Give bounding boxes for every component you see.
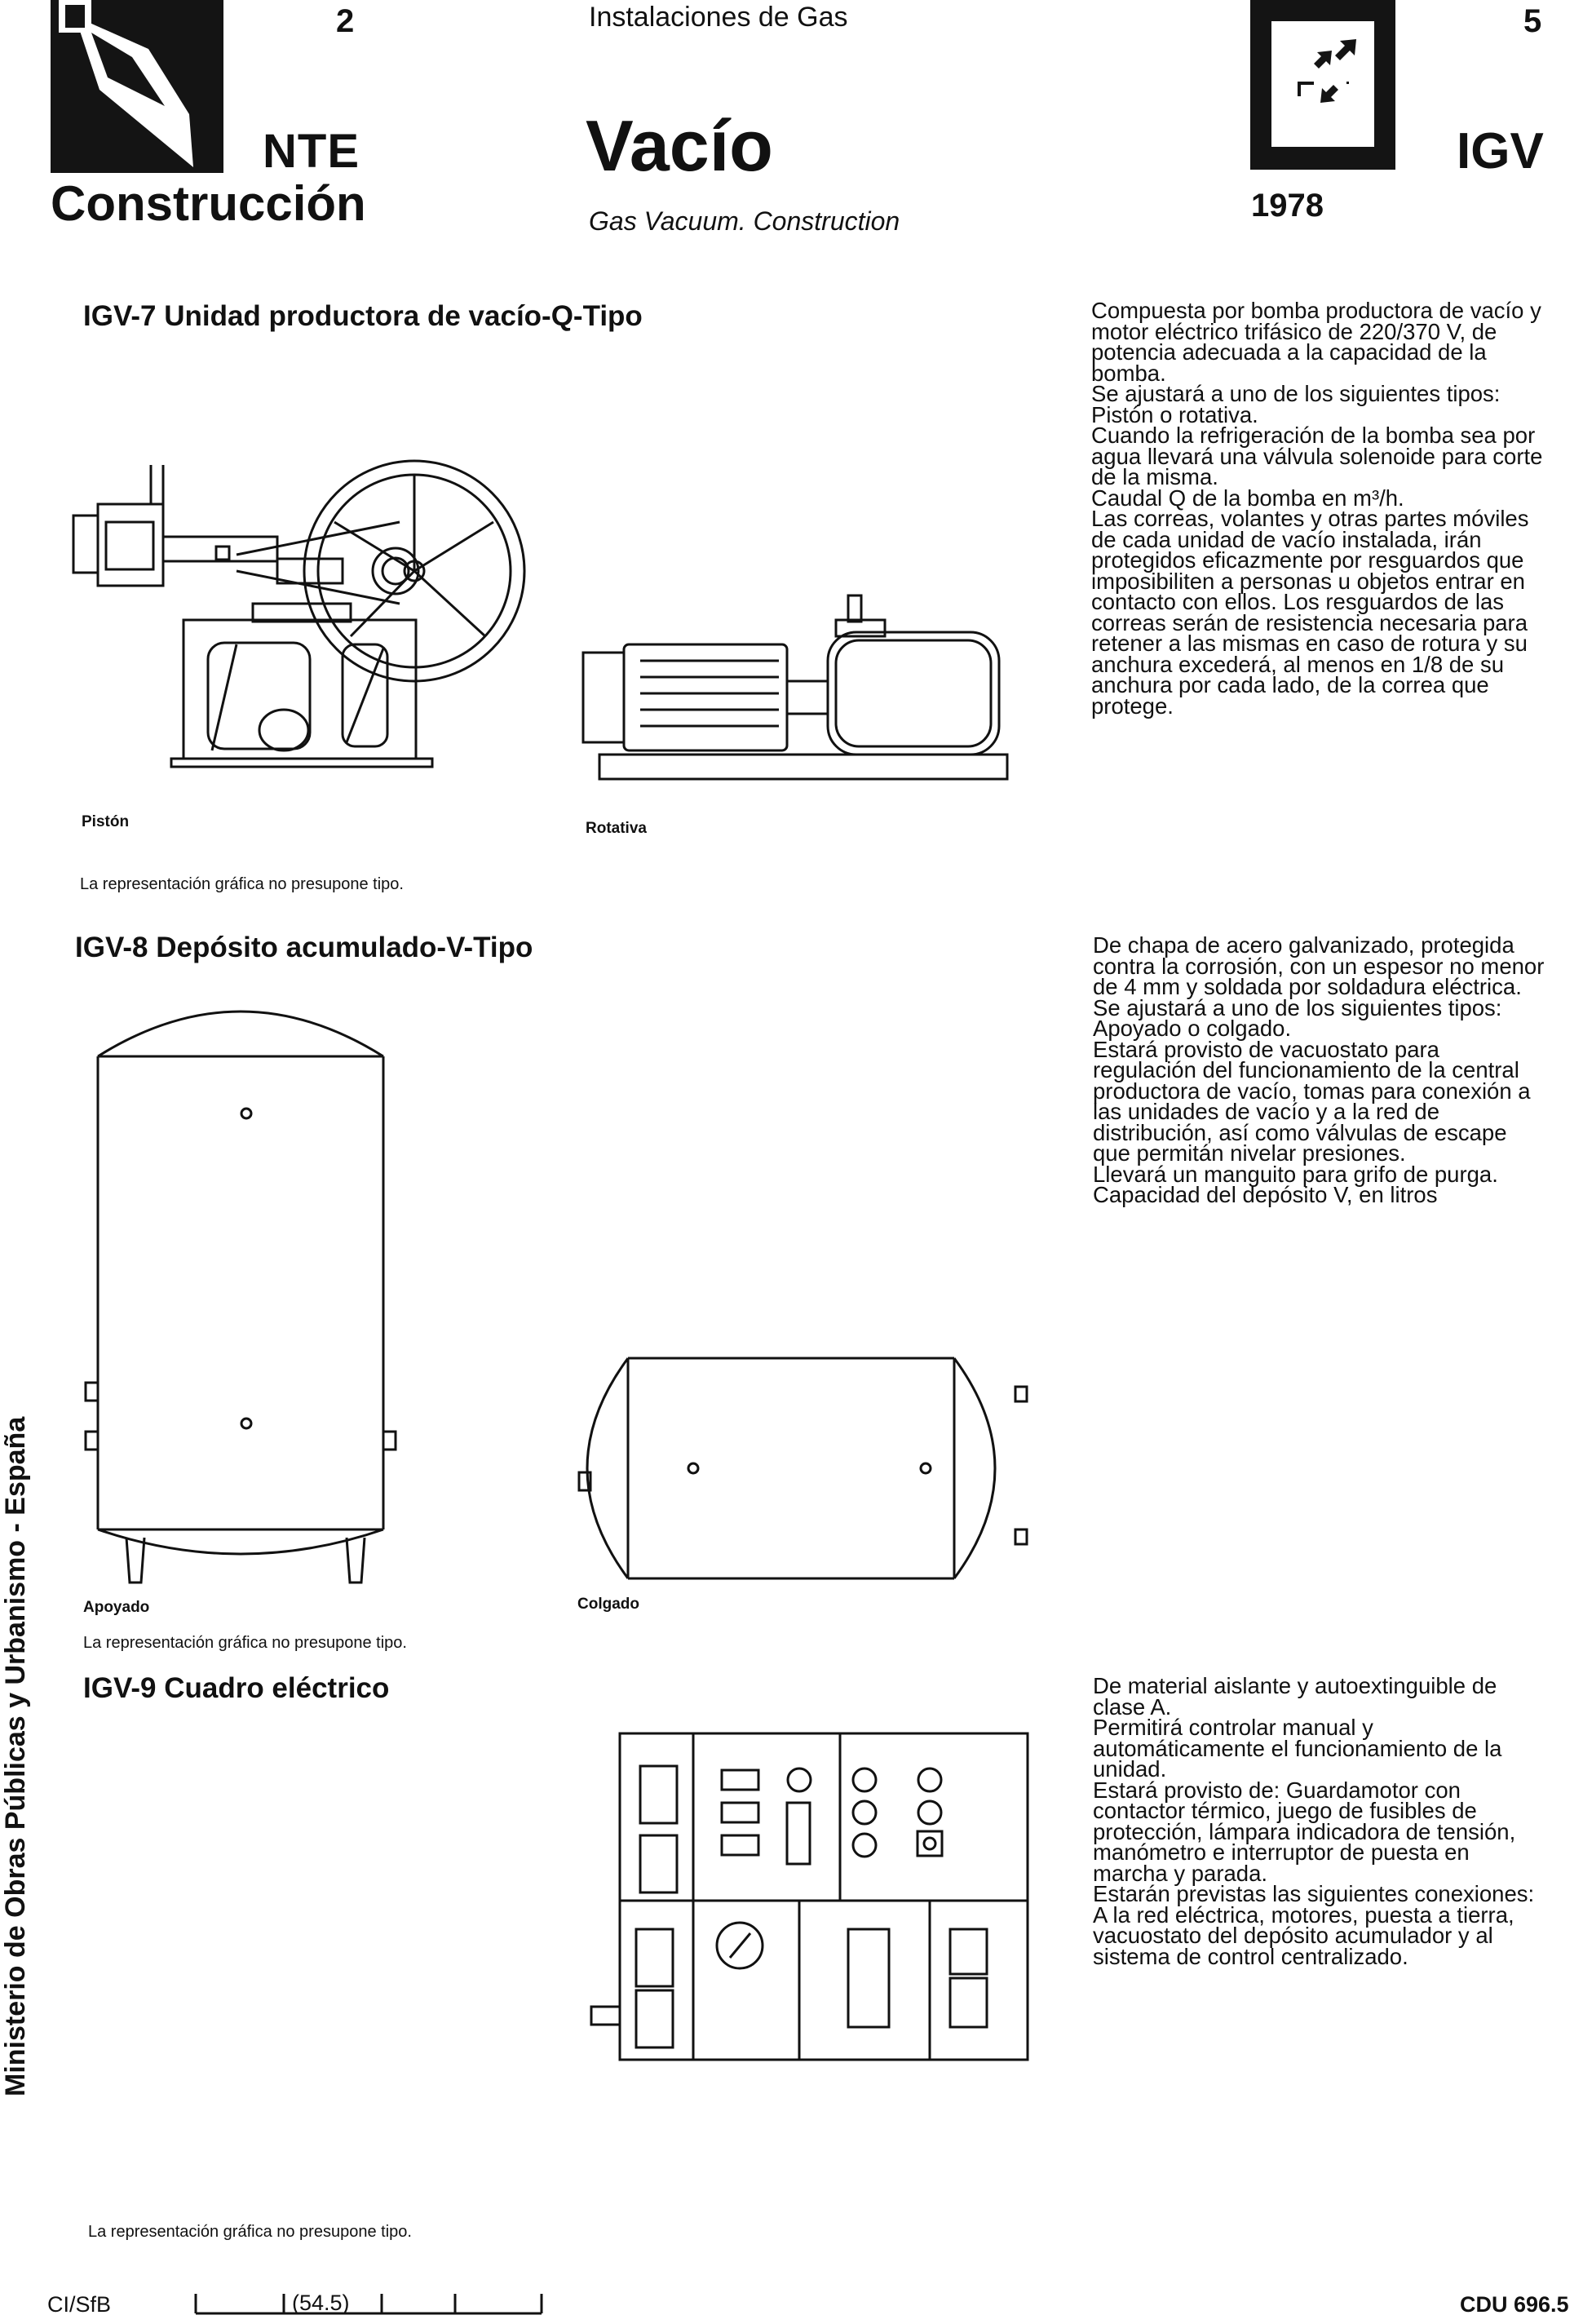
page-title: Vacío bbox=[586, 105, 773, 186]
paragraph: De material aislante y autoextinguible d… bbox=[1093, 1673, 1497, 1720]
paragraph: Capacidad del depósito V, en litros bbox=[1093, 1182, 1438, 1207]
category-title: Instalaciones de Gas bbox=[589, 2, 848, 33]
classification-box bbox=[194, 2294, 543, 2315]
piston-pump-drawing bbox=[72, 459, 526, 768]
rotary-pump-drawing bbox=[581, 594, 1009, 781]
description-igv9: De material aislante y autoextinguible d… bbox=[1093, 1673, 1548, 1969]
horizontal-tank-drawing bbox=[577, 1357, 1028, 1580]
nte-logo bbox=[51, 0, 223, 173]
cisfb-label: CI/SfB bbox=[47, 2292, 112, 2317]
paragraph: Las correas, volantes y otras partes móv… bbox=[1091, 506, 1529, 719]
paragraph: Caudal Q de la bomba en m³/h. bbox=[1091, 485, 1404, 511]
nte-label: NTE bbox=[263, 125, 360, 178]
paragraph: Apoyado o colgado. bbox=[1093, 1016, 1292, 1041]
paragraph: Llevará un manguito para grifo de purga. bbox=[1093, 1161, 1498, 1187]
cdu-label: CDU 696.5 bbox=[1460, 2292, 1569, 2317]
classification-code: (54.5) bbox=[292, 2291, 350, 2315]
figure-label-colgado: Colgado bbox=[577, 1596, 639, 1613]
paragraph: Estarán previstas las siguientes conexio… bbox=[1093, 1881, 1535, 1906]
year: 1978 bbox=[1251, 188, 1324, 224]
paragraph: Estará provisto de: Guardamotor con cont… bbox=[1093, 1777, 1516, 1886]
ministry-sidebar: Ministerio de Obras Públicas y Urbanismo… bbox=[0, 1416, 31, 2096]
document-code: IGV bbox=[1457, 123, 1544, 179]
figure-label-piston: Pistón bbox=[82, 813, 130, 830]
construccion-label: Construcción bbox=[51, 176, 366, 231]
description-igv7: Compuesta por bomba productora de vacío … bbox=[1091, 298, 1546, 719]
paragraph: Se ajustará a uno de los siguientes tipo… bbox=[1091, 381, 1501, 406]
section-title-igv9: IGV-9 Cuadro eléctrico bbox=[83, 1672, 390, 1704]
trowel-icon bbox=[59, 0, 193, 167]
paragraph: Pistón o rotativa. bbox=[1091, 401, 1258, 427]
page-number-left: 2 bbox=[336, 3, 355, 39]
figure-caption-igv7: La representación gráfica no presupone t… bbox=[80, 875, 404, 893]
paragraph: Se ajustará a uno de los siguientes tipo… bbox=[1093, 994, 1502, 1020]
section-title-igv7: IGV-7 Unidad productora de vacío-Q-Tipo bbox=[83, 300, 643, 332]
paragraph: Compuesta por bomba productora de vacío … bbox=[1091, 298, 1541, 386]
section-title-igv8: IGV-8 Depósito acumulado-V-Tipo bbox=[75, 932, 533, 963]
description-igv8: De chapa de acero galvanizado, protegida… bbox=[1093, 932, 1548, 1207]
figure-label-apoyado: Apoyado bbox=[83, 1599, 150, 1616]
paragraph: A la red eléctrica, motores, puesta a ti… bbox=[1093, 1901, 1514, 1969]
electrical-panel-drawing bbox=[590, 1732, 1029, 2061]
vertical-tank-drawing bbox=[84, 1010, 397, 1584]
paragraph: Permitirá controlar manual y automáticam… bbox=[1093, 1715, 1502, 1782]
page-subtitle: Gas Vacuum. Construction bbox=[589, 206, 900, 236]
figure-caption-igv9: La representación gráfica no presupone t… bbox=[88, 2223, 412, 2241]
paragraph: De chapa de acero galvanizado, protegida… bbox=[1093, 932, 1545, 999]
paragraph: Estará provisto de vacuostato para regul… bbox=[1093, 1036, 1531, 1166]
page-number-right: 5 bbox=[1523, 3, 1542, 39]
igv-logo bbox=[1250, 0, 1395, 170]
vacuum-arrows-icon bbox=[1271, 21, 1374, 147]
paragraph: Cuando la refrigeración de la bomba sea … bbox=[1091, 423, 1543, 489]
figure-label-rotativa: Rotativa bbox=[586, 820, 647, 837]
figure-caption-igv8: La representación gráfica no presupone t… bbox=[83, 1634, 407, 1652]
